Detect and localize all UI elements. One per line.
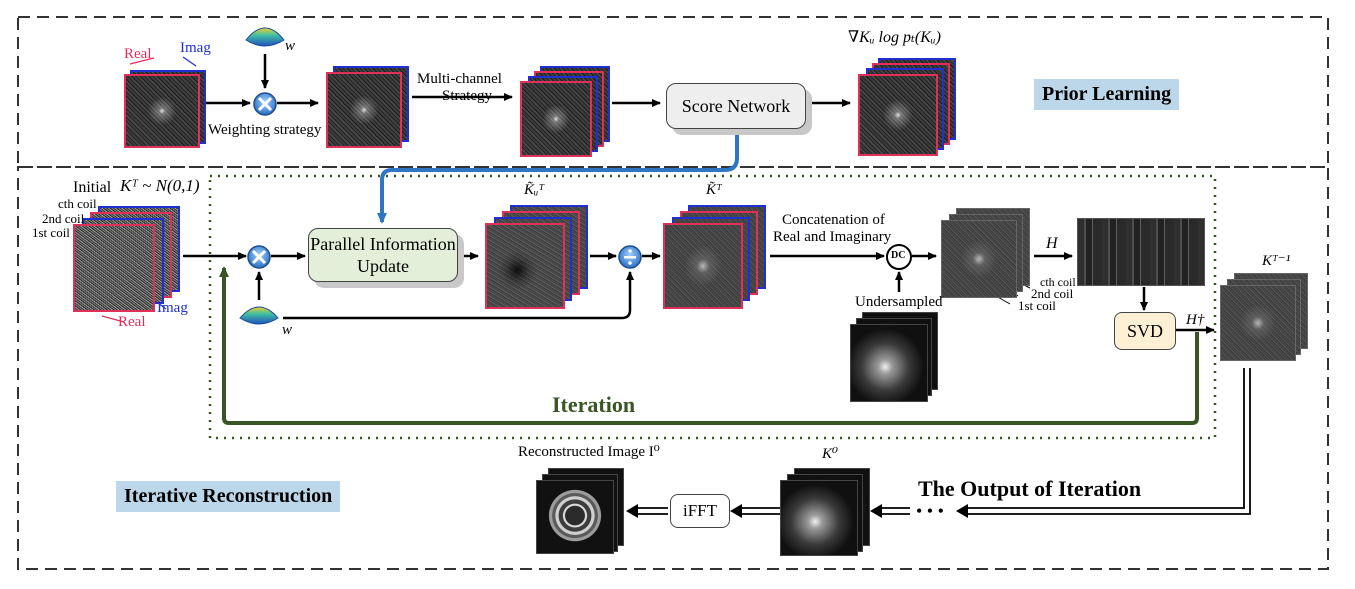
- blue-prior-arrow: [377, 130, 739, 224]
- dc-coil-1: [941, 220, 1017, 298]
- ellipsis-label: • • •: [916, 501, 944, 521]
- right-2nd-coil-label: 2nd coil: [1031, 286, 1074, 301]
- arrow-w-to-divide: [283, 271, 634, 320]
- k-tilde-w-layer-1: [485, 223, 565, 309]
- kt1-layer-1: [1220, 285, 1296, 361]
- weight-surface-icon-recon: [239, 306, 279, 325]
- gradient-layer-1: [858, 74, 938, 156]
- real-pointer-recon: [101, 315, 125, 323]
- right-cth-coil-label: cth coil: [1040, 275, 1076, 289]
- initial-formula-label: Kᵀ ~ N(0,1): [120, 176, 200, 195]
- initial-2nd-coil-label: 2nd coil: [42, 211, 85, 226]
- multichannel-label-line2: Strategy: [442, 88, 492, 104]
- undersampled-layer-1: [850, 324, 928, 402]
- ellipsis-to-k0-double-arrow: [870, 504, 910, 518]
- h-label: H: [1046, 235, 1058, 252]
- iterative-reconstruction-frame: [17, 166, 1329, 570]
- output-double-arrow: [956, 368, 1251, 518]
- initial-imag-label: Imag: [157, 300, 188, 316]
- k0-to-recon-double-arrow: [730, 504, 780, 518]
- prior-real-label: Real: [124, 46, 152, 62]
- h-dagger-label: H†: [1186, 312, 1205, 328]
- initial-1st-coil-label: 1st coil: [32, 225, 70, 240]
- prior-learning-badge: Prior Learning: [1034, 79, 1180, 110]
- multiply-icon-recon: [247, 245, 271, 269]
- prior-input-real-layer: [124, 74, 200, 148]
- ifft-label: iFFT: [682, 501, 718, 520]
- concat-label-line1: Concatenation of: [782, 212, 885, 228]
- k-tilde-layer-1: [663, 223, 743, 309]
- parallel-update-line2: Update: [357, 256, 409, 276]
- hankel-matrix-image: [1077, 218, 1205, 286]
- output-of-iteration-label: The Output of Iteration: [918, 476, 1142, 501]
- initial-cth-coil-label: cth coil: [58, 196, 97, 211]
- parallel-update-box: Parallel Information Update: [308, 228, 458, 282]
- score-network-box: Score Network: [666, 83, 806, 129]
- k-tilde-w-label: K̃ᵤᵀ: [524, 182, 545, 198]
- right-1st-coil-label: 1st coil: [1018, 298, 1056, 313]
- ifft-box: iFFT: [670, 494, 730, 528]
- divide-icon: [618, 245, 642, 269]
- multiply-icon: [253, 92, 277, 116]
- undersampled-label: Undersampled: [855, 294, 943, 310]
- initial-prefix-label: Initial: [73, 179, 112, 196]
- dc-node: [886, 244, 912, 270]
- concat-label-line2: Real and Imaginary: [773, 229, 892, 245]
- ifft-to-recon-double-arrow: [626, 504, 668, 518]
- multichannel-label-line1: Multi-channel: [417, 71, 502, 87]
- weighting-strategy-label: Weighting strategy: [208, 122, 322, 138]
- kt1-label: Kᵀ⁻¹: [1262, 253, 1291, 269]
- reconstructed-image-label: Reconstructed Image I⁰: [518, 444, 660, 460]
- k-tilde-label: K̃ᵀ: [706, 182, 722, 198]
- iterative-reconstruction-badge: Iterative Reconstruction: [116, 481, 341, 512]
- iteration-label: Iteration: [552, 392, 636, 417]
- svd-box: SVD: [1114, 312, 1176, 350]
- gradient-label: ∇Kᵤ log pₜ(Kᵤ): [848, 29, 941, 46]
- weighted-real-layer: [326, 72, 402, 148]
- prior-w-label: w: [285, 38, 296, 54]
- weight-surface-icon: [245, 27, 285, 47]
- green-iteration-arrow: [219, 266, 1199, 425]
- multichannel-layer-1: [520, 81, 592, 157]
- k0-label: K⁰: [822, 446, 839, 462]
- prior-imag-label: Imag: [180, 40, 211, 56]
- real-pointer-prior: [129, 57, 155, 65]
- recon-layer-1: [536, 480, 614, 554]
- svd-label: SVD: [1126, 321, 1163, 341]
- score-network-label: Score Network: [681, 96, 791, 116]
- recon-w-label: w: [282, 322, 293, 338]
- imag-pointer-prior: [182, 56, 197, 67]
- k0-layer-1: [780, 480, 858, 556]
- parallel-update-line1: Parallel Information: [310, 234, 456, 254]
- iteration-frame: [208, 174, 1217, 440]
- initial-coil-1: [73, 224, 155, 312]
- dc-label: DC: [891, 250, 906, 261]
- initial-real-label: Real: [118, 314, 146, 330]
